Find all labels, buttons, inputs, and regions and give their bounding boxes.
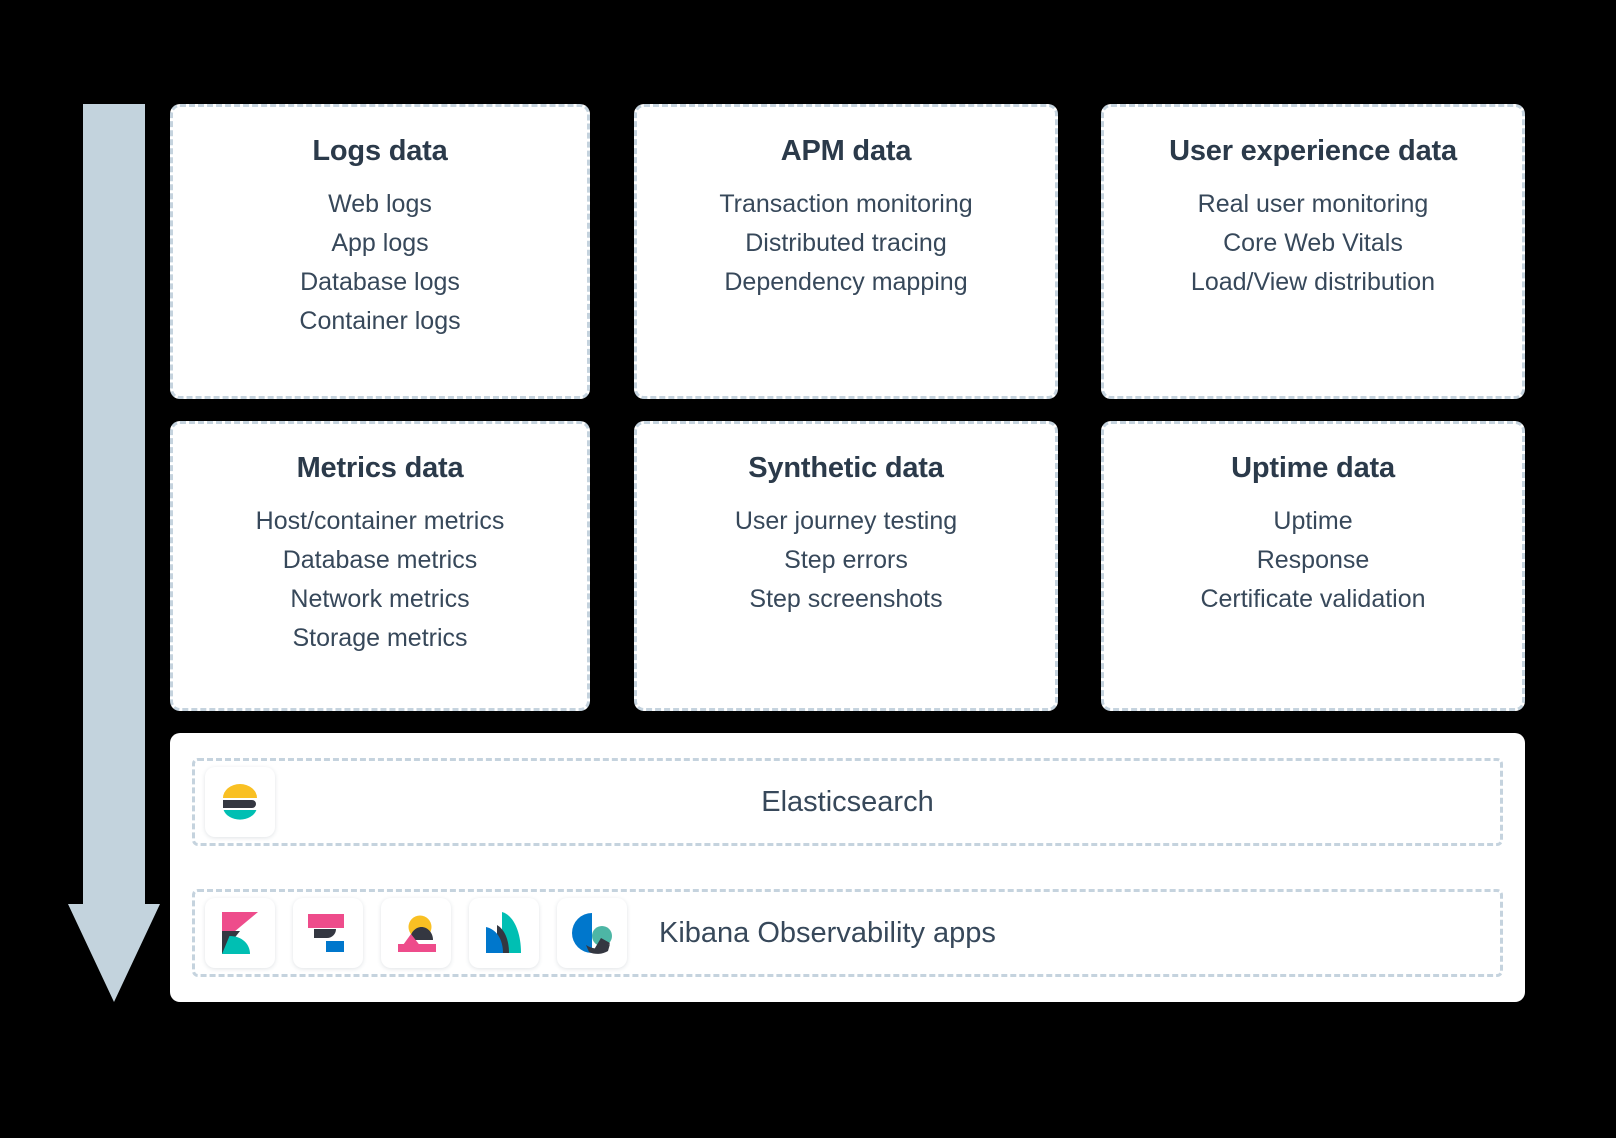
uptime-logo [483, 911, 525, 955]
elasticsearch-logo-tile [205, 767, 275, 837]
list-item: Dependency mapping [724, 268, 968, 297]
observability-logo [394, 912, 438, 954]
elasticsearch-logo [219, 781, 261, 823]
card-user-experience-data: User experience data Real user monitorin… [1101, 104, 1525, 399]
card-item-list: Web logs App logs Database logs Containe… [299, 185, 460, 341]
apm-logo-tile [293, 898, 363, 968]
kibana-app-logo-group [205, 898, 645, 968]
kibana-observability-apps-label: Kibana Observability apps [659, 916, 996, 949]
list-item: Database logs [300, 268, 460, 297]
list-item: Step screenshots [749, 585, 943, 614]
observability-logo-tile [381, 898, 451, 968]
card-logs-data: Logs data Web logs App logs Database log… [170, 104, 590, 399]
list-item: Load/View distribution [1190, 268, 1436, 297]
list-item: Core Web Vitals [1223, 229, 1403, 258]
list-item: Response [1256, 546, 1370, 575]
list-item: Distributed tracing [745, 229, 947, 258]
card-metrics-data: Metrics data Host/container metrics Data… [170, 421, 590, 711]
card-item-list: Transaction monitoring Distributed traci… [719, 185, 972, 302]
list-item: Step errors [784, 546, 908, 575]
card-title: Uptime data [1231, 452, 1395, 484]
card-uptime-data: Uptime data Uptime Response Certificate … [1101, 421, 1525, 711]
list-item: Container logs [299, 307, 461, 336]
list-item: Transaction monitoring [719, 190, 973, 219]
card-item-list: Uptime Response Certificate validation [1200, 502, 1425, 619]
elastic-stack-panel: Elasticsearch [170, 733, 1525, 1002]
card-title: User experience data [1169, 135, 1457, 167]
logs-metrics-logo-tile [557, 898, 627, 968]
uptime-logo-tile [469, 898, 539, 968]
kibana-logo-tile [205, 898, 275, 968]
card-title: Synthetic data [748, 452, 944, 484]
card-title: Logs data [312, 135, 448, 167]
kibana-observability-apps-row: Kibana Observability apps [192, 889, 1503, 977]
list-item: Web logs [328, 190, 432, 219]
card-title: APM data [780, 135, 912, 167]
card-item-list: Host/container metrics Database metrics … [256, 502, 505, 658]
card-synthetic-data: Synthetic data User journey testing Step… [634, 421, 1058, 711]
list-item: Storage metrics [292, 624, 468, 653]
list-item: Uptime [1273, 507, 1353, 536]
list-item: Real user monitoring [1197, 190, 1429, 219]
list-item: Host/container metrics [255, 507, 505, 536]
kibana-logo [220, 911, 260, 955]
list-item: Database metrics [282, 546, 478, 575]
list-item: Network metrics [290, 585, 470, 614]
apm-logo [306, 911, 350, 955]
logs-metrics-logo [570, 911, 614, 955]
card-apm-data: APM data Transaction monitoring Distribu… [634, 104, 1058, 399]
card-item-list: User journey testing Step errors Step sc… [735, 502, 957, 619]
list-item: Certificate validation [1200, 585, 1426, 614]
list-item: User journey testing [734, 507, 958, 536]
elasticsearch-row: Elasticsearch [192, 758, 1503, 846]
card-item-list: Real user monitoring Core Web Vitals Loa… [1191, 185, 1435, 302]
card-title: Metrics data [296, 452, 464, 484]
data-flow-arrow [68, 104, 160, 1002]
elasticsearch-label: Elasticsearch [761, 785, 934, 818]
list-item: App logs [331, 229, 429, 258]
